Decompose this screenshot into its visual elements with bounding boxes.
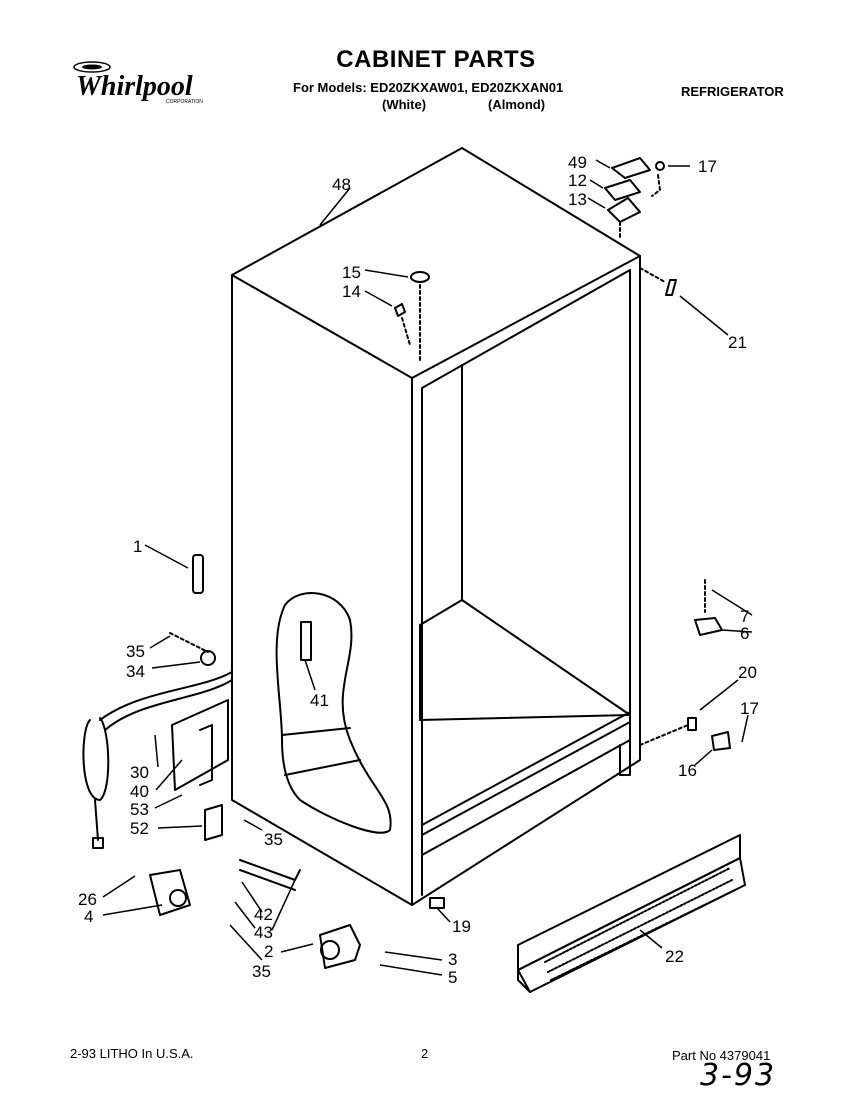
callout-1: 1 bbox=[133, 537, 142, 556]
page-number: 2 bbox=[421, 1046, 429, 1061]
category-label: REFRIGERATOR bbox=[681, 84, 784, 99]
hinge-shim bbox=[604, 179, 641, 201]
callout-35-b: 35 bbox=[264, 830, 283, 849]
callout-17-top: 17 bbox=[698, 157, 717, 176]
callout-16: 16 bbox=[678, 761, 697, 780]
callout-42: 42 bbox=[254, 905, 273, 924]
side-cutout bbox=[275, 592, 392, 834]
callout-53: 53 bbox=[130, 800, 149, 819]
whirlpool-logo: Whirlpool CORPORATION bbox=[70, 55, 210, 110]
callout-15: 15 bbox=[342, 263, 361, 282]
part-number: Part No 4379041 bbox=[672, 1048, 771, 1063]
cabinet-side bbox=[231, 274, 413, 906]
models-line: For Models: ED20ZKXAW01, ED20ZKXAN01 bbox=[293, 80, 564, 95]
callout-2: 2 bbox=[264, 942, 273, 961]
part-1-tube bbox=[192, 554, 204, 594]
variant-white: (White) bbox=[382, 97, 427, 112]
page-title: CABINET PARTS bbox=[336, 46, 536, 73]
cabinet-front-frame bbox=[411, 255, 641, 906]
callout-35-a: 35 bbox=[126, 642, 145, 661]
callout-41: 41 bbox=[310, 691, 329, 710]
variant-almond: (Almond) bbox=[488, 97, 546, 112]
callout-21: 21 bbox=[728, 333, 747, 352]
brand-name: Whirlpool bbox=[76, 71, 193, 102]
callout-30: 30 bbox=[130, 763, 149, 782]
callout-20: 20 bbox=[738, 663, 757, 682]
callout-5: 5 bbox=[448, 968, 457, 987]
callout-35-c: 35 bbox=[252, 962, 271, 981]
callout-40: 40 bbox=[130, 782, 149, 801]
callout-17-bottom: 17 bbox=[740, 699, 759, 718]
brand-sub: CORPORATION bbox=[166, 99, 203, 105]
callout-13: 13 bbox=[568, 190, 587, 209]
callout-49: 49 bbox=[568, 153, 587, 172]
top-hinge bbox=[607, 197, 641, 223]
callout-19: 19 bbox=[452, 917, 471, 936]
callout-4: 4 bbox=[84, 907, 93, 926]
callout-34: 34 bbox=[126, 662, 145, 681]
plug-cap bbox=[410, 271, 430, 283]
callout-43: 43 bbox=[254, 923, 273, 942]
callout-48: 48 bbox=[332, 175, 351, 194]
callout-12: 12 bbox=[568, 171, 587, 190]
callout-22: 22 bbox=[665, 947, 684, 966]
callout-3: 3 bbox=[448, 950, 457, 969]
callout-14: 14 bbox=[342, 282, 361, 301]
callout-6: 6 bbox=[740, 624, 749, 643]
electrical-box bbox=[171, 699, 229, 791]
callout-26: 26 bbox=[78, 890, 97, 909]
litho-notice: 2-93 LITHO In U.S.A. bbox=[70, 1046, 194, 1061]
hinge-cover bbox=[611, 157, 651, 179]
callout-7: 7 bbox=[740, 607, 749, 626]
handwritten-date: 3-93 bbox=[700, 1058, 777, 1093]
callout-52: 52 bbox=[130, 819, 149, 838]
